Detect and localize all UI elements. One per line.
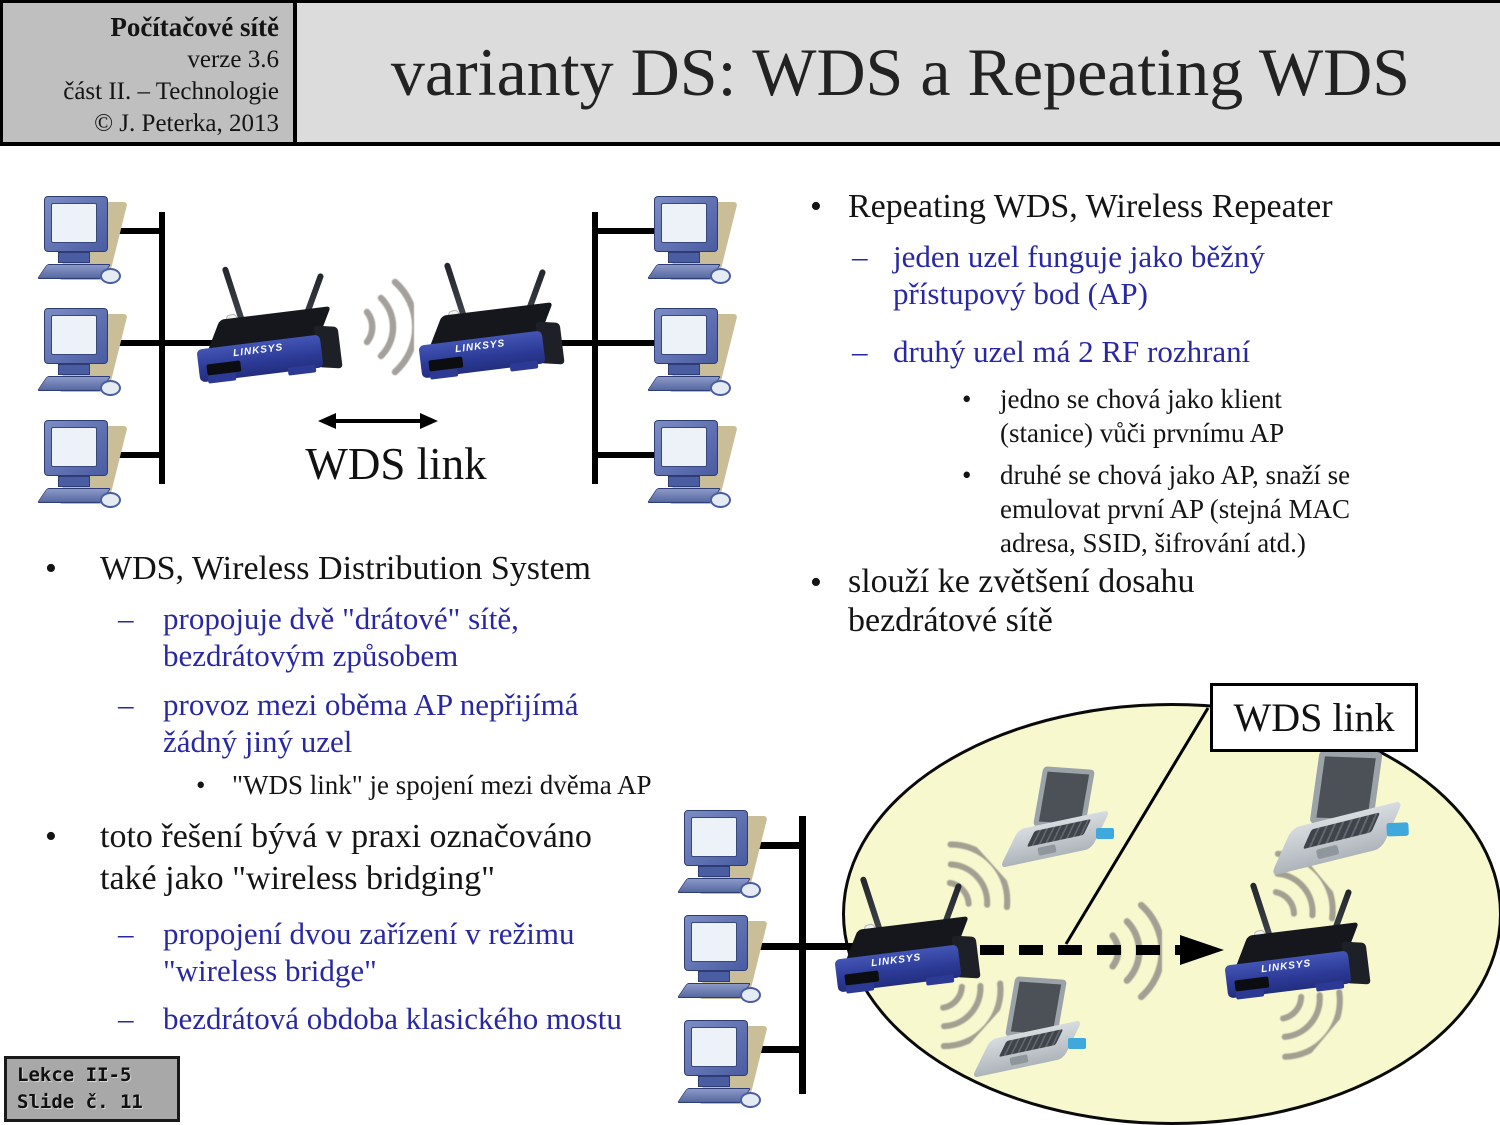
bullet-text: "WDS link" je spojení mezi dvěma AP [232,768,652,802]
router-brand-label: LINKSYS [232,342,284,360]
bullet-marker: – [118,1001,134,1036]
network-bus-line [799,816,806,1094]
bullet-line: "WDS link" je spojení mezi dvěma AP [232,770,652,800]
desktop-computer-icon [36,196,128,292]
bullet-line: jedno se chová jako klient [1000,384,1282,414]
network-stub-line [746,943,864,950]
network-stub-line [746,842,802,849]
network-stub-line [596,452,654,458]
bullet-line: bezdrátová obdoba klasického mostu [163,1001,622,1036]
bullet-text: provoz mezi oběma AP nepřijímá žádný jin… [163,686,579,760]
bullet-text: jeden uzel funguje jako běžný přístupový… [893,238,1265,312]
bullet-marker: – [118,687,134,722]
course-info-box: Počítačové sítě verze 3.6 část II. – Tec… [0,3,297,142]
bullet-text: druhé se chová jako AP, snaží se emulova… [1000,458,1350,560]
desktop-computer-icon [676,1020,768,1116]
bullet-marker: • [962,460,972,490]
desktop-computer-icon [646,308,738,404]
wifi-signal-icon [363,278,414,376]
bullet-line: emulovat první AP (stejná MAC [1000,494,1350,524]
network-stub-line [552,340,660,346]
network-stub-line [596,228,654,234]
bullet-line: také jako "wireless bridging" [100,860,496,897]
slide-number: Slide č. 11 [17,1091,143,1113]
network-stub-line [104,228,162,234]
bullet-marker: – [852,239,868,274]
wireless-router-icon: LINKSYS [834,872,984,994]
header-strip: Počítačové sítě verze 3.6 část II. – Tec… [0,0,1500,146]
bullet-line: žádný jiný uzel [163,724,353,759]
lesson-footer: Lekce II-5 Slide č. 11 [4,1056,180,1122]
bullet-marker: – [118,601,134,636]
bullet-text: druhý uzel má 2 RF rozhraní [893,333,1250,370]
wds-link-label: WDS link [1233,695,1395,740]
bullet-marker: • [810,188,822,225]
bullet-text: propojuje dvě "drátové" sítě, bezdrátový… [163,600,519,674]
bullet-line: toto řešení bývá v praxi označováno [100,818,592,855]
laptop-icon [971,976,1086,1079]
network-stub-line [104,452,162,458]
router-brand-label: LINKSYS [870,952,922,970]
bullet-line: druhý uzel má 2 RF rozhraní [893,334,1251,369]
bullet-text: propojení dvou zařízení v režimu "wirele… [163,915,574,989]
page-title: varianty DS: WDS a Repeating WDS [390,34,1411,110]
callout-pointer-line [1064,707,1210,945]
desktop-computer-icon [646,420,738,516]
desktop-computer-icon [676,915,768,1011]
bullet-text: Repeating WDS, Wireless Repeater [848,186,1333,228]
network-bus-line [159,212,165,484]
bullet-marker: • [45,550,57,587]
bullet-line: jeden uzel funguje jako běžný [893,239,1265,274]
course-part: část II. – Technologie [63,78,279,105]
network-stub-line [104,340,216,346]
desktop-computer-icon [646,196,738,292]
bullet-line: (stanice) vůči prvnímu AP [1000,418,1285,448]
wireless-router-icon: LINKSYS [418,258,568,380]
bullet-line: Repeating WDS, Wireless Repeater [848,188,1333,225]
bullet-marker: • [962,384,972,414]
laptop-icon [999,766,1114,869]
laptop-icon [1270,749,1409,877]
desktop-computer-icon [676,810,768,906]
wireless-router-icon: LINKSYS [196,262,346,384]
bullet-text: toto řešení bývá v praxi označováno také… [100,816,592,900]
coverage-ellipse [842,703,1500,1125]
bullet-line: "wireless bridge" [163,953,377,988]
wds-link-label: WDS link [305,439,487,489]
bullet-text: jedno se chová jako klient (stanice) vůč… [1000,382,1284,450]
bullet-line: propojuje dvě "drátové" sítě, [163,601,519,636]
course-title: Počítačové sítě [110,12,279,42]
desktop-computer-icon [36,420,128,516]
bullet-marker: • [45,818,57,855]
desktop-computer-icon [36,308,128,404]
wireless-router-icon: LINKSYS [1224,878,1374,1000]
bullet-line: bezdrátové sítě [848,602,1053,639]
bullet-line: WDS, Wireless Distribution System [100,550,591,587]
bullet-line: druhé se chová jako AP, snaží se [1000,460,1351,490]
network-bus-line [592,212,598,484]
network-stub-line [746,1046,802,1053]
course-copyright: © J. Peterka, 2013 [94,110,279,137]
double-arrow-icon [318,413,438,429]
bullet-text: WDS, Wireless Distribution System [100,548,591,590]
dashed-arrow-icon [980,935,1224,965]
bullet-line: slouží ke zvětšení dosahu [848,563,1195,600]
router-brand-label: LINKSYS [1260,958,1312,976]
bullet-marker: – [118,916,134,951]
bullet-line: adresa, SSID, šifrování atd.) [1000,528,1306,558]
bullet-marker: – [852,334,868,369]
bullet-line: přístupový bod (AP) [893,276,1148,311]
bullet-marker: • [196,770,206,800]
bullet-text: bezdrátová obdoba klasického mostu [163,1000,622,1037]
lesson-label: Lekce II-5 [17,1064,132,1086]
bullet-line: provoz mezi oběma AP nepřijímá [163,687,579,722]
bullet-marker: • [810,564,822,601]
router-brand-label: LINKSYS [454,338,506,356]
bullet-line: bezdrátovým způsobem [163,638,459,673]
bullet-line: propojení dvou zařízení v režimu [163,916,575,951]
wds-link-callout: WDS link [1210,683,1418,752]
course-version: verze 3.6 [187,46,279,73]
bullet-text: slouží ke zvětšení dosahu bezdrátové sít… [848,562,1195,640]
